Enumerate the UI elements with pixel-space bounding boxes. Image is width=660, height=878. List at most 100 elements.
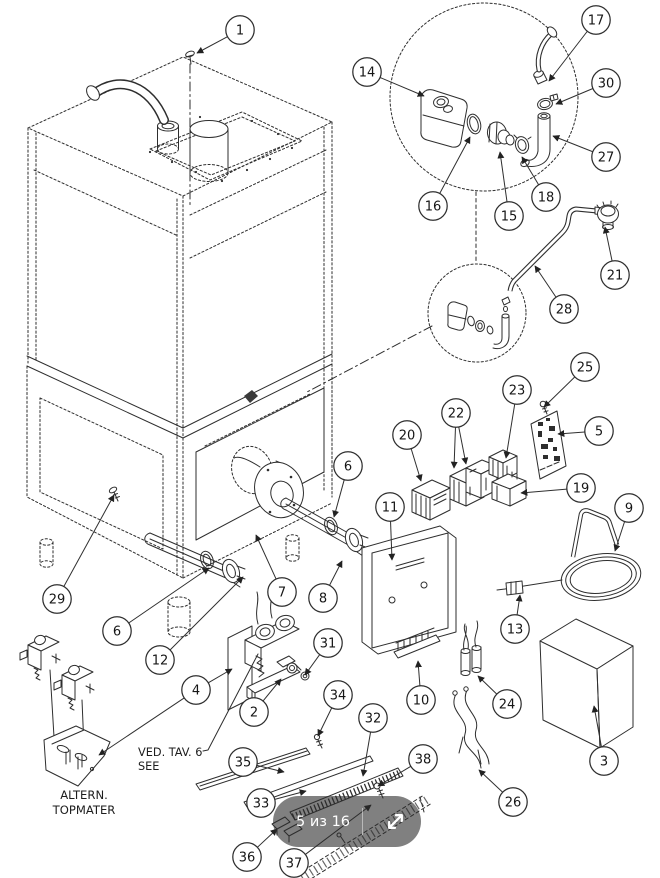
callout-22: 22: [441, 398, 471, 469]
callout-4: 4: [98, 668, 233, 756]
callout-leader: [262, 678, 282, 702]
callout-balloon: [492, 689, 522, 719]
callout-number: 37: [286, 857, 303, 872]
callout-number: 6: [344, 460, 352, 475]
callout-leader: [169, 576, 244, 651]
callout-leader: [503, 403, 516, 459]
callout-number: 7: [278, 586, 286, 601]
callout-balloon: [591, 142, 621, 172]
callout-20: 20: [392, 420, 423, 482]
annotation-ved-tav-line1: VED. TAV. 6: [138, 746, 202, 759]
callout-balloon: [498, 787, 528, 817]
pipe-fitting-21: [596, 200, 619, 230]
callout-balloon: [408, 744, 438, 774]
callout-number: 27: [598, 151, 615, 166]
callout-balloon: [502, 375, 532, 405]
callout-number: 32: [365, 712, 382, 727]
callout-leader: [552, 135, 593, 153]
callout-balloon: [589, 746, 619, 776]
heating-element-left: [144, 532, 246, 588]
callout-number: 36: [239, 851, 256, 866]
callout-balloon: [441, 398, 471, 428]
annotation-altern-line1: ALTERN.: [60, 788, 108, 802]
callout-38: 38: [377, 744, 438, 787]
callout-leader: [332, 479, 345, 518]
callout-leader: [548, 30, 588, 82]
callout-number: 22: [448, 407, 465, 422]
callout-leader: [329, 560, 343, 586]
detail-circle-small: [427, 263, 527, 363]
callout-leader: [208, 668, 233, 684]
callout-leader: [317, 707, 333, 737]
callout-35: 35: [228, 747, 285, 777]
panel-screw-29: [108, 486, 120, 502]
hose-connector-15: [486, 121, 515, 146]
callout-balloon: [102, 616, 132, 646]
callout-36: 36: [232, 828, 278, 872]
callout-number: 9: [625, 502, 633, 517]
relay-19: [491, 471, 527, 507]
callout-number: 13: [507, 623, 524, 638]
callout-19: 19: [520, 473, 596, 503]
pcb-board-5: [530, 410, 567, 480]
callout-leader: [414, 660, 422, 686]
alternative-valve-group: [19, 634, 111, 787]
callout-balloon: [600, 260, 630, 290]
callout-number: 20: [399, 429, 416, 444]
callout-26: 26: [478, 769, 528, 817]
callout-leader: [450, 427, 458, 469]
mounting-bracket: [43, 725, 111, 787]
callout-number: 31: [320, 637, 337, 652]
callout-leader: [478, 769, 504, 793]
boiler-cylinder: [231, 445, 304, 519]
callout-number: 1: [236, 24, 244, 39]
callout-leader: [304, 654, 321, 676]
callout-leader: [555, 88, 594, 105]
cover-panel-3: [539, 618, 634, 749]
callout-balloon: [308, 583, 338, 613]
callout-leader: [543, 376, 576, 408]
cabinet-feet: [39, 534, 300, 638]
callout-balloon: [181, 675, 211, 705]
callout-16: 16: [418, 136, 471, 221]
callout-leader: [257, 828, 278, 848]
washer-31: [300, 671, 310, 681]
callout-leader: [360, 731, 372, 777]
callout-balloon: [228, 747, 258, 777]
heating-element-right: [280, 497, 369, 557]
callout-balloon: [246, 788, 276, 818]
thermostat-bulb-13: [505, 580, 524, 596]
callout-number: 6: [113, 625, 121, 640]
callout-leader: [520, 488, 567, 496]
callout-balloon: [549, 294, 579, 324]
page-counter-label: 5 из 16: [296, 813, 351, 830]
annotation-altern-line2: TOPMATER: [52, 803, 116, 817]
callout-leader: [557, 430, 585, 438]
callout-leader: [274, 789, 307, 800]
ring-nut-18: [513, 134, 532, 154]
callout-number: 17: [588, 14, 605, 29]
callout-leader: [196, 36, 228, 54]
callout-balloon: [494, 201, 524, 231]
top-screw-part-1: [185, 50, 195, 206]
callout-number: 15: [501, 210, 518, 225]
callout-number: 16: [425, 200, 442, 215]
callout-balloon: [566, 473, 596, 503]
callout-number: 5: [595, 425, 603, 440]
fullscreen-button[interactable]: [378, 805, 412, 839]
control-box-11: [361, 525, 457, 655]
callout-23: 23: [502, 375, 532, 459]
callout-number: 25: [577, 361, 594, 376]
callout-2: 2: [239, 678, 282, 727]
callout-7: 7: [255, 534, 297, 607]
annotation-ved-tav-line2: SEE: [138, 760, 159, 773]
callout-number: 8: [319, 592, 327, 607]
callout-balloon: [591, 68, 621, 98]
callout-leader: [602, 226, 613, 262]
callout-number: 24: [499, 698, 516, 713]
callout-28: 28: [534, 265, 579, 324]
callout-balloon: [392, 420, 422, 450]
callout-balloon: [531, 182, 561, 212]
steam-pipe: [86, 79, 169, 125]
